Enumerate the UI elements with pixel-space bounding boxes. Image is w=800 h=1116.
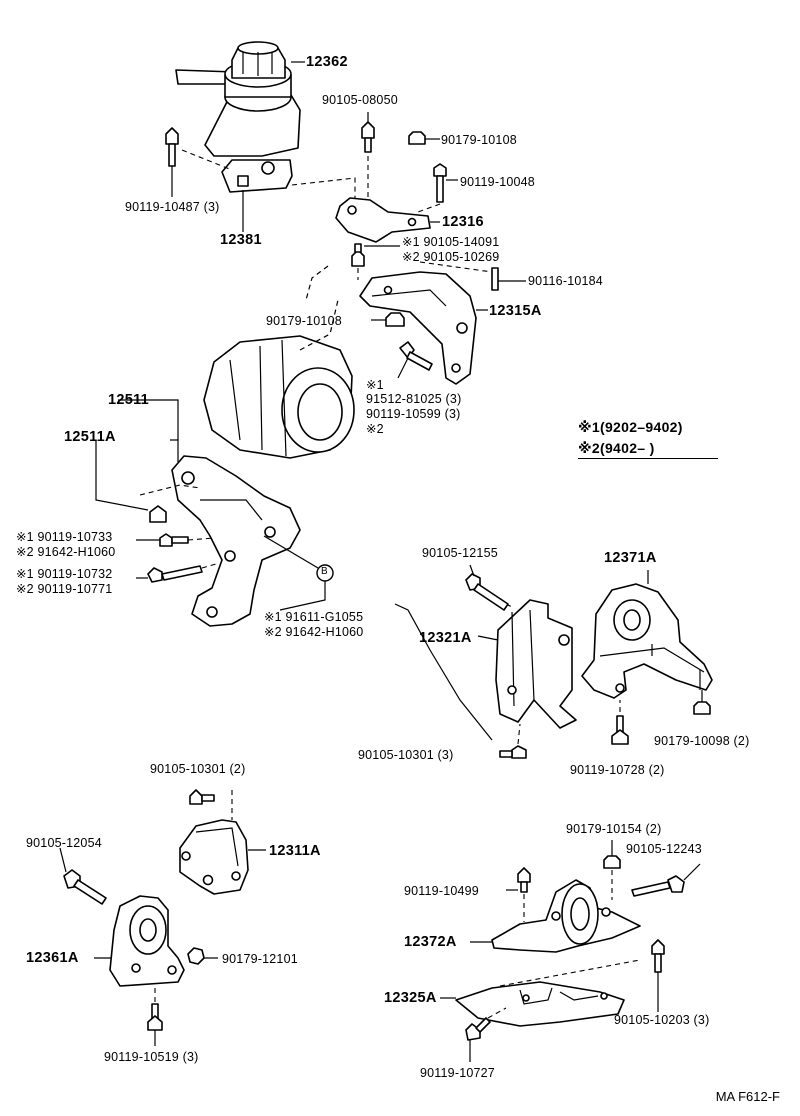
label-12362: 12362 <box>306 54 348 70</box>
label-91512-mark: ※1 <box>366 378 384 392</box>
label-90179-10108-a: 90179-10108 <box>441 133 517 147</box>
label-12381: 12381 <box>220 232 262 248</box>
legend-range-1: (9202–9402) <box>600 419 683 435</box>
label-90119-10599: 90119-10599 (3) <box>366 407 461 421</box>
label-90179-10108-b: 90179-10108 <box>266 314 342 328</box>
bolt-90105-12243 <box>631 863 701 897</box>
label-90119-10771: ※2 90119-10771 <box>16 582 113 596</box>
legend-row-1: ※1(9202–9402) <box>578 420 683 434</box>
label-12311A: 12311A <box>269 843 321 859</box>
label-12325A: 12325A <box>384 990 437 1006</box>
nut-90179-12101 <box>187 947 218 965</box>
bolt-90105-12054 <box>59 847 107 905</box>
bolt-90105-12155 <box>465 564 509 611</box>
alternator <box>203 265 355 459</box>
legend-row-2: ※2(9402– ) <box>578 441 655 455</box>
figure-code: MA F612-F <box>715 1089 780 1104</box>
label-12511: 12511 <box>108 392 150 408</box>
label-91512-81025: 91512-81025 (3) <box>366 392 462 406</box>
label-90119-10499: 90119-10499 <box>404 884 479 898</box>
label-91642-H1060-a: ※2 91642-H1060 <box>16 545 116 559</box>
bracket-12315A <box>359 271 488 385</box>
bracket-12311A <box>179 819 266 895</box>
label-90105-10301-3: 90105-10301 (3) <box>358 748 454 762</box>
mount-12371A <box>581 570 713 699</box>
label-12315A: 12315A <box>489 303 542 319</box>
label-90119-10728: 90119-10728 (2) <box>570 763 665 777</box>
label-90179-10098: 90179-10098 (2) <box>654 734 750 748</box>
bolt-90119-10728 <box>611 700 629 745</box>
label-90105-10301-2: 90105-10301 (2) <box>150 762 246 776</box>
label-90105-12243: 90105-12243 <box>626 842 702 856</box>
bracket-12511 <box>95 399 301 627</box>
label-90116-10184: 90116-10184 <box>528 274 603 288</box>
bolt-90119-10727 <box>465 1007 507 1062</box>
bolt-91512-81025 <box>397 341 433 379</box>
nut-90179-10098 <box>693 690 711 715</box>
mount-12361A <box>94 895 185 987</box>
label-90179-12101: 90179-12101 <box>222 952 298 966</box>
bolt-90119-10499 <box>506 867 531 922</box>
label-12361A: 12361A <box>26 950 79 966</box>
bolt-90105-08050 <box>291 112 375 200</box>
label-90105-10203: 90105-10203 (3) <box>614 1013 710 1027</box>
circled-b-label: B <box>321 566 328 577</box>
label-12321A: 12321A <box>419 630 472 646</box>
bracket-12381 <box>221 159 293 232</box>
bolt-90105-10203 <box>651 939 665 1012</box>
label-12372A: 12372A <box>404 934 457 950</box>
bolt-90105-10301-2 <box>189 789 233 820</box>
label-90119-10599-mark: ※2 <box>366 422 384 436</box>
engine-mount-12362 <box>175 41 305 157</box>
circled-b-marker <box>263 535 334 611</box>
nut-90179-10108-b <box>371 312 405 327</box>
bolt-90119-10048 <box>417 163 458 213</box>
label-90119-10733: ※1 90119-10733 <box>16 530 113 544</box>
legend-range-2: (9402– ) <box>600 440 655 456</box>
plate-12325A <box>440 959 641 1027</box>
bolt-90119-10519 <box>147 988 163 1046</box>
label-91642-H1060-b: ※2 91642-H1060 <box>264 625 364 639</box>
bolt-90116-10184 <box>419 261 526 291</box>
bolt-90119-10732 <box>136 563 217 583</box>
legend-mark-1: ※1 <box>578 419 600 435</box>
label-90119-10727: 90119-10727 <box>420 1066 495 1080</box>
label-91611-G1055: ※1 91611-G1055 <box>264 610 364 624</box>
label-90119-10519: 90119-10519 (3) <box>104 1050 199 1064</box>
bolt-90119-10487 <box>165 127 233 197</box>
legend-underline <box>578 458 718 459</box>
label-12371A: 12371A <box>604 550 657 566</box>
legend-mark-2: ※2 <box>578 440 600 456</box>
label-90119-10732: ※1 90119-10732 <box>16 567 113 581</box>
label-90119-10487: 90119-10487 (3) <box>125 200 220 214</box>
label-90105-08050: 90105-08050 <box>322 93 398 107</box>
label-90105-12054: 90105-12054 <box>26 836 102 850</box>
label-12511A: 12511A <box>64 429 116 445</box>
bolt-90105-14091 <box>351 243 400 280</box>
label-90119-10048: 90119-10048 <box>460 175 535 189</box>
label-12316: 12316 <box>442 214 484 230</box>
label-90105-12155: 90105-12155 <box>422 546 498 560</box>
mount-12372A <box>470 879 641 953</box>
nut-90179-10154 <box>603 840 621 900</box>
bracket-12321A <box>394 587 577 741</box>
label-90179-10154: 90179-10154 (2) <box>566 822 662 836</box>
bolt-90119-10733 <box>136 505 215 547</box>
label-90105-10269: ※2 90105-10269 <box>402 250 500 264</box>
nut-90179-10108 <box>408 131 440 145</box>
label-90105-14091: ※1 90105-14091 <box>402 235 500 249</box>
bolt-90105-10301-3 <box>499 723 527 759</box>
bracket-12316 <box>335 197 440 243</box>
